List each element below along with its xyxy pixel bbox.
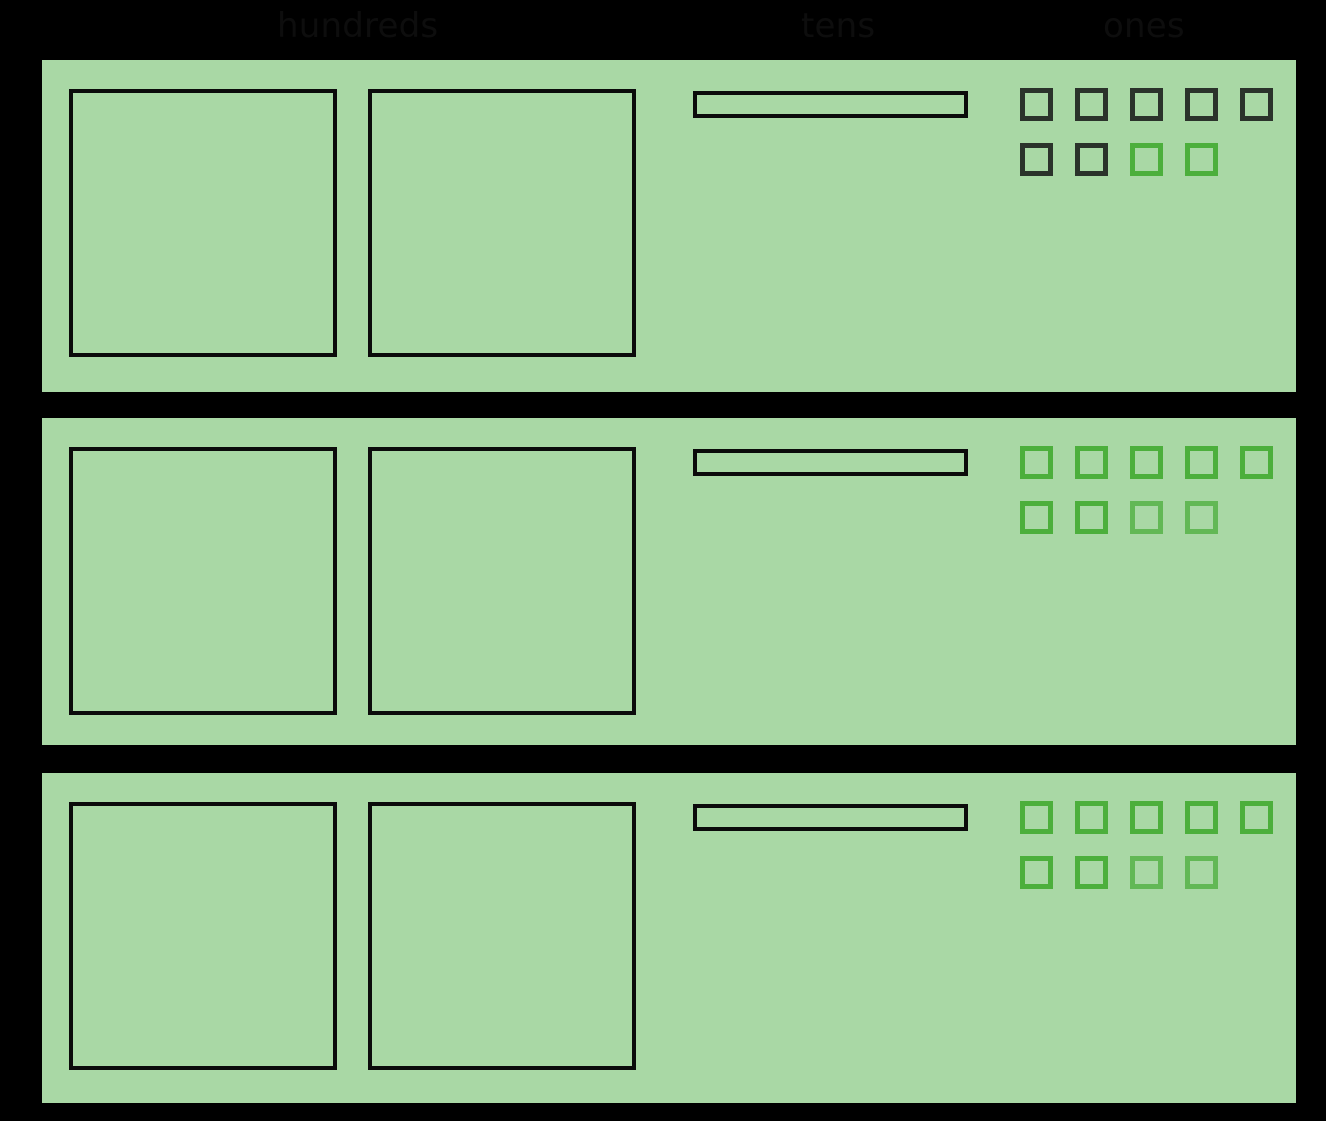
place-value-row bbox=[42, 60, 1296, 392]
place-value-row bbox=[42, 418, 1296, 745]
ones-unit-cube[interactable] bbox=[1240, 88, 1273, 121]
ones-unit-cube[interactable] bbox=[1020, 143, 1053, 176]
ones-unit-cube[interactable] bbox=[1020, 501, 1053, 534]
ones-unit-cube[interactable] bbox=[1185, 501, 1218, 534]
ones-unit-cube[interactable] bbox=[1020, 801, 1053, 834]
ones-unit-cube[interactable] bbox=[1130, 856, 1163, 889]
ones-unit-cube[interactable] bbox=[1075, 88, 1108, 121]
hundreds-flat[interactable] bbox=[69, 802, 337, 1070]
tens-rod[interactable] bbox=[693, 449, 968, 476]
hundreds-flat[interactable] bbox=[368, 802, 636, 1070]
place-value-row bbox=[42, 773, 1296, 1103]
hundreds-flat[interactable] bbox=[69, 447, 337, 715]
place-value-column-headers: hundreds tens ones bbox=[0, 0, 1326, 54]
ones-unit-cube[interactable] bbox=[1130, 446, 1163, 479]
ones-unit-cube[interactable] bbox=[1075, 501, 1108, 534]
hundreds-flat[interactable] bbox=[368, 89, 636, 357]
tens-rod[interactable] bbox=[693, 804, 968, 831]
ones-unit-cube[interactable] bbox=[1240, 446, 1273, 479]
ones-unit-cube[interactable] bbox=[1130, 88, 1163, 121]
ones-unit-cube[interactable] bbox=[1075, 446, 1108, 479]
ones-unit-cube[interactable] bbox=[1185, 143, 1218, 176]
ones-unit-cube[interactable] bbox=[1185, 801, 1218, 834]
ones-unit-cube[interactable] bbox=[1240, 801, 1273, 834]
ones-unit-cube[interactable] bbox=[1075, 801, 1108, 834]
ones-unit-cube[interactable] bbox=[1075, 856, 1108, 889]
ones-unit-cube[interactable] bbox=[1185, 446, 1218, 479]
column-header-ones: ones bbox=[1103, 6, 1185, 46]
ones-unit-cube[interactable] bbox=[1130, 143, 1163, 176]
ones-unit-cube[interactable] bbox=[1020, 446, 1053, 479]
column-header-hundreds: hundreds bbox=[277, 6, 439, 46]
ones-unit-cube[interactable] bbox=[1130, 501, 1163, 534]
hundreds-flat[interactable] bbox=[368, 447, 636, 715]
tens-rod[interactable] bbox=[693, 91, 968, 118]
ones-unit-cube[interactable] bbox=[1020, 88, 1053, 121]
column-header-tens: tens bbox=[801, 6, 876, 46]
ones-unit-cube[interactable] bbox=[1185, 856, 1218, 889]
hundreds-flat[interactable] bbox=[69, 89, 337, 357]
ones-unit-cube[interactable] bbox=[1185, 88, 1218, 121]
ones-unit-cube[interactable] bbox=[1020, 856, 1053, 889]
ones-unit-cube[interactable] bbox=[1130, 801, 1163, 834]
ones-unit-cube[interactable] bbox=[1075, 143, 1108, 176]
